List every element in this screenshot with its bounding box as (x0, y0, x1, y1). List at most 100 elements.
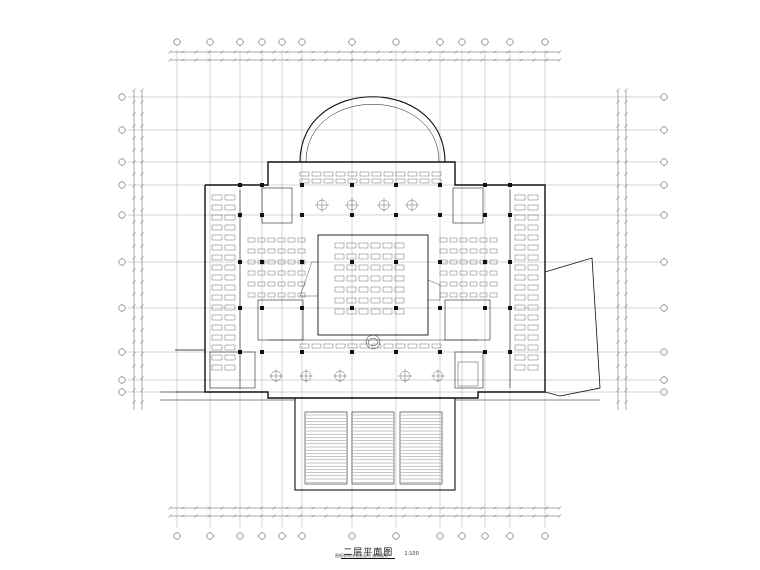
desk (479, 281, 488, 287)
desk (439, 270, 448, 276)
desk (359, 178, 370, 184)
desk (287, 270, 296, 276)
desk (224, 344, 236, 351)
dimension-tick (220, 58, 224, 62)
desk (514, 334, 526, 341)
desk (449, 292, 458, 298)
desk (358, 242, 369, 249)
dimension-tick (616, 88, 620, 92)
dimension-tick (402, 58, 406, 62)
desk (527, 254, 539, 261)
dimension-tick (132, 256, 136, 260)
dimension-tick (272, 50, 276, 54)
desk (323, 178, 334, 184)
dimension-tick (132, 172, 136, 176)
desk (514, 264, 526, 271)
dimension-tick (624, 184, 628, 188)
dimension-tick (616, 208, 620, 212)
axis-bubble-top (236, 38, 244, 46)
dimension-tick (441, 506, 445, 510)
dimension-tick (350, 58, 354, 62)
desk (382, 242, 393, 249)
axis-bubble-top (173, 38, 181, 46)
desk (459, 248, 468, 254)
desk (211, 194, 223, 201)
desk (211, 294, 223, 301)
desk (211, 354, 223, 361)
desk (469, 270, 478, 276)
axis-bubble-bottom (298, 532, 306, 540)
dimension-tick (298, 50, 302, 54)
dimension-tick (506, 50, 510, 54)
desk (211, 264, 223, 271)
desk (257, 292, 266, 298)
desk (224, 314, 236, 321)
dimension-tick (624, 364, 628, 368)
desk (371, 178, 382, 184)
desk (334, 275, 345, 282)
dimension-tick (337, 506, 341, 510)
desk (527, 354, 539, 361)
column (260, 260, 264, 264)
dimension-tick (506, 58, 510, 62)
axis-bubble-left (118, 93, 126, 101)
desk (247, 292, 256, 298)
desk (211, 214, 223, 221)
column (238, 350, 242, 354)
dimension-tick (454, 58, 458, 62)
axis-bubble-top (348, 38, 356, 46)
dimension-tick (624, 148, 628, 152)
desk (394, 253, 405, 260)
axis-bubble-top (458, 38, 466, 46)
dimension-tick (480, 514, 484, 518)
desk (247, 281, 256, 287)
column (238, 213, 242, 217)
dimension-tick (616, 184, 620, 188)
desk (334, 286, 345, 293)
column (238, 306, 242, 310)
dimension-tick (480, 50, 484, 54)
desk (297, 281, 306, 287)
dimension-tick (298, 506, 302, 510)
dimension-tick (616, 352, 620, 356)
desk (394, 308, 405, 315)
desk (419, 171, 430, 177)
desk (431, 171, 442, 177)
dimension-tick (311, 514, 315, 518)
dimension-tick (350, 506, 354, 510)
dimension-tick (389, 514, 393, 518)
dimension-tick (624, 100, 628, 104)
dimension-tick (415, 58, 419, 62)
dimension-tick (624, 400, 628, 404)
dimension-tick (324, 58, 328, 62)
desk (431, 178, 442, 184)
dimension-tick (132, 220, 136, 224)
dimension-tick (181, 506, 185, 510)
dimension-tick (132, 196, 136, 200)
axis-bubble-right (660, 388, 668, 396)
dimension-tick (132, 388, 136, 392)
dimension-tick (389, 506, 393, 510)
dimension-tick (140, 100, 144, 104)
desk (224, 214, 236, 221)
desk (527, 304, 539, 311)
dimension-tick (140, 220, 144, 224)
desk (527, 334, 539, 341)
dimension-tick (624, 124, 628, 128)
desk (299, 171, 310, 177)
dimension-tick (298, 58, 302, 62)
desk (514, 234, 526, 241)
column (350, 350, 354, 354)
dimension-tick (140, 340, 144, 344)
dimension-tick (207, 58, 211, 62)
seating-block (351, 411, 395, 485)
dimension-tick (532, 514, 536, 518)
dimension-tick (545, 514, 549, 518)
desk (346, 275, 357, 282)
column (350, 183, 354, 187)
desk (370, 275, 381, 282)
desk (382, 264, 393, 271)
desk (211, 284, 223, 291)
desk (358, 297, 369, 304)
